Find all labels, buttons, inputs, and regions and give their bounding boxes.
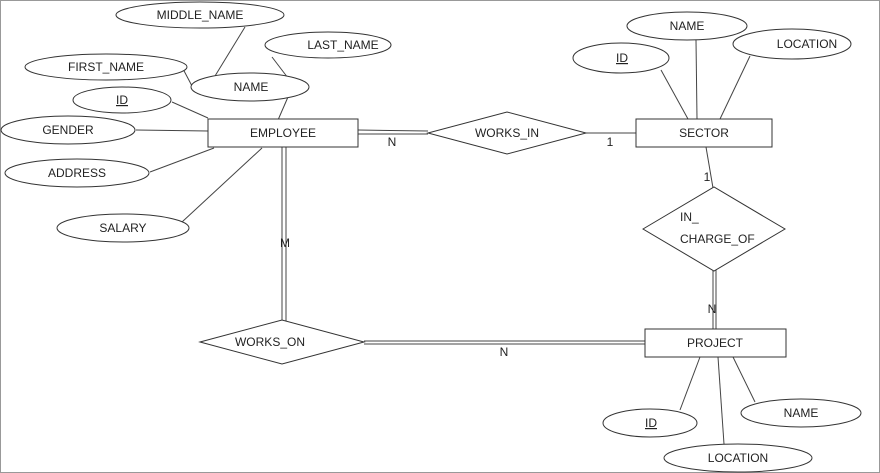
- attribute-salary-label: SALARY: [99, 221, 146, 235]
- attribute-project-location: LOCATION: [663, 443, 813, 473]
- relationship-in-charge-of: IN_ CHARGE_OF: [642, 186, 786, 272]
- cardinality-project-in-charge-of: N: [708, 302, 717, 316]
- line-name: [277, 96, 289, 121]
- attribute-sector-name: NAME: [626, 11, 748, 41]
- attribute-first-name: FIRST_NAME: [24, 53, 188, 81]
- attribute-project-location-label: LOCATION: [708, 451, 768, 465]
- cardinality-employee-works-on: M: [280, 236, 290, 250]
- line-address: [149, 147, 215, 173]
- line-employee-id: [171, 101, 209, 119]
- entity-employee-label: EMPLOYEE: [250, 126, 316, 140]
- attribute-sector-id-label: ID: [616, 51, 628, 65]
- entity-sector-label: SECTOR: [679, 126, 729, 140]
- attribute-project-name: NAME: [740, 398, 862, 428]
- attribute-address: ADDRESS: [4, 158, 150, 188]
- attribute-gender-label: GENDER: [42, 123, 94, 137]
- line-employee-works-in-a: [357, 129, 429, 132]
- line-project-id: [679, 356, 701, 411]
- line-last-name: [271, 56, 289, 79]
- attribute-middle-name-label: MIDDLE_NAME: [157, 8, 244, 22]
- line-sector-id: [660, 69, 689, 120]
- line-project-location: [717, 356, 725, 445]
- attribute-name: NAME: [190, 72, 310, 102]
- attribute-name-label: NAME: [234, 80, 269, 94]
- entity-employee: EMPLOYEE: [207, 118, 359, 148]
- line-salary: [181, 147, 263, 223]
- attribute-sector-id: ID: [572, 42, 670, 74]
- attribute-last-name: LAST_NAME: [264, 31, 392, 59]
- cardinality-sector-in-charge-of: 1: [704, 170, 711, 184]
- line-sector-location: [719, 55, 751, 120]
- attribute-last-name-label: LAST_NAME: [307, 38, 378, 52]
- entity-project-label: PROJECT: [687, 336, 744, 350]
- cardinality-sector-works-in: 1: [607, 135, 614, 149]
- line-gender: [135, 129, 209, 132]
- relationship-works-on: WORKS_ON: [198, 319, 366, 365]
- relationship-in-charge-of-label-2: CHARGE_OF: [680, 232, 755, 246]
- line-project-name: [732, 356, 756, 403]
- attribute-gender: GENDER: [0, 115, 136, 145]
- relationship-works-on-label: WORKS_ON: [235, 335, 305, 349]
- attribute-employee-id-label: ID: [116, 93, 128, 107]
- attribute-sector-location-label: LOCATION: [777, 37, 837, 51]
- relationship-works-in: WORKS_IN: [426, 111, 588, 155]
- attribute-project-name-label: NAME: [784, 406, 819, 420]
- attribute-sector-name-label: NAME: [670, 19, 705, 33]
- attribute-address-label: ADDRESS: [48, 166, 106, 180]
- connectors: [135, 26, 756, 445]
- entity-project: PROJECT: [644, 328, 787, 358]
- line-sector-in-charge-of: [705, 146, 714, 189]
- attribute-middle-name: MIDDLE_NAME: [115, 1, 285, 29]
- entity-sector: SECTOR: [635, 118, 773, 148]
- attribute-salary: SALARY: [56, 213, 190, 243]
- line-sector-name: [695, 39, 698, 120]
- relationship-works-in-label: WORKS_IN: [475, 126, 539, 140]
- attribute-sector-location: LOCATION: [732, 28, 852, 60]
- relationship-in-charge-of-label-1: IN_: [680, 210, 699, 224]
- attribute-employee-id: ID: [72, 86, 172, 114]
- cardinality-project-works-on: N: [500, 345, 509, 359]
- cardinality-employee-works-in: N: [388, 135, 397, 149]
- attribute-first-name-label: FIRST_NAME: [68, 60, 144, 74]
- attribute-project-id-label: ID: [645, 416, 657, 430]
- line-middle-name: [214, 26, 246, 77]
- attribute-project-id: ID: [602, 408, 698, 438]
